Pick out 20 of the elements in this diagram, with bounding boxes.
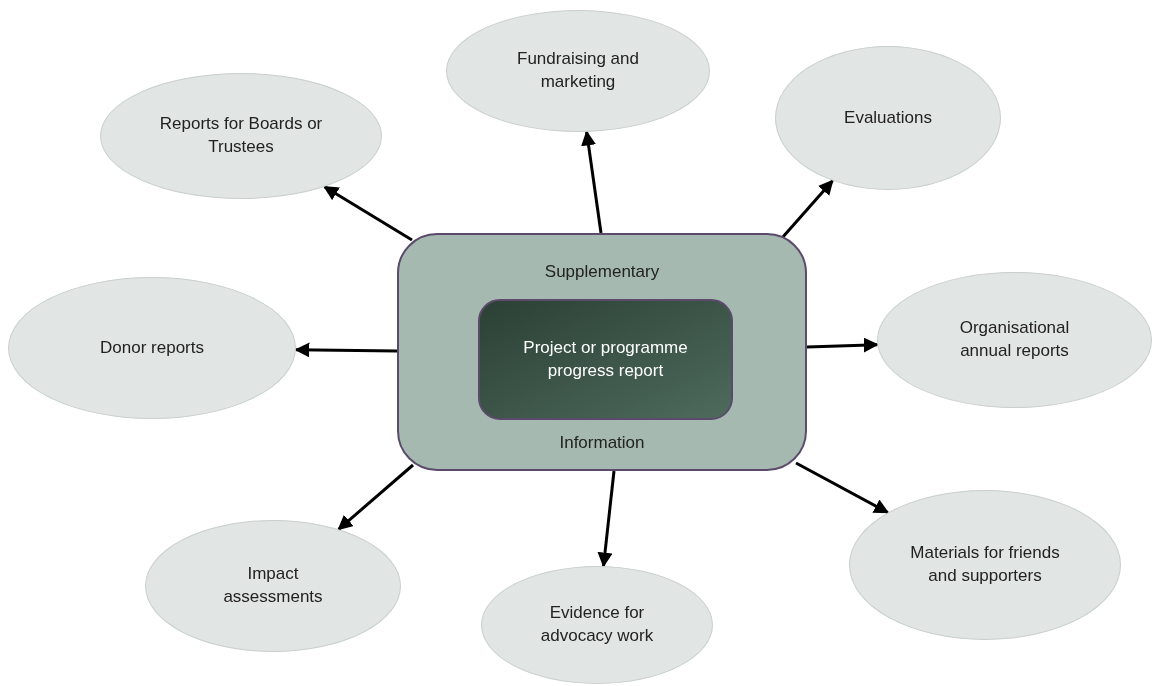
box-heading: Supplementary (544, 261, 660, 283)
arrow (337, 463, 414, 531)
arrow (597, 470, 616, 568)
ellipse-node: Evidence for advocacy work (481, 566, 713, 684)
arrow (806, 337, 879, 353)
ellipse-node: Impact assessments (145, 520, 401, 652)
ellipse-node: Materials for friends and supporters (849, 490, 1121, 640)
box-heading: Information (559, 431, 645, 454)
inner-box: Project or programme progress report (478, 299, 733, 420)
ellipse-node: Donor reports (8, 277, 296, 419)
arrow (581, 130, 603, 234)
ellipse-node: Reports for Boards or Trustees (100, 73, 382, 199)
arrow (780, 179, 834, 239)
ellipse-node: Evaluations (775, 46, 1001, 190)
ellipse-node: Fundraising and marketing (446, 10, 710, 132)
arrow (795, 461, 890, 514)
rounded-box (397, 233, 807, 471)
arrow (294, 342, 398, 358)
ellipse-node: Organisational annual reports (877, 272, 1152, 408)
arrow (323, 185, 413, 242)
